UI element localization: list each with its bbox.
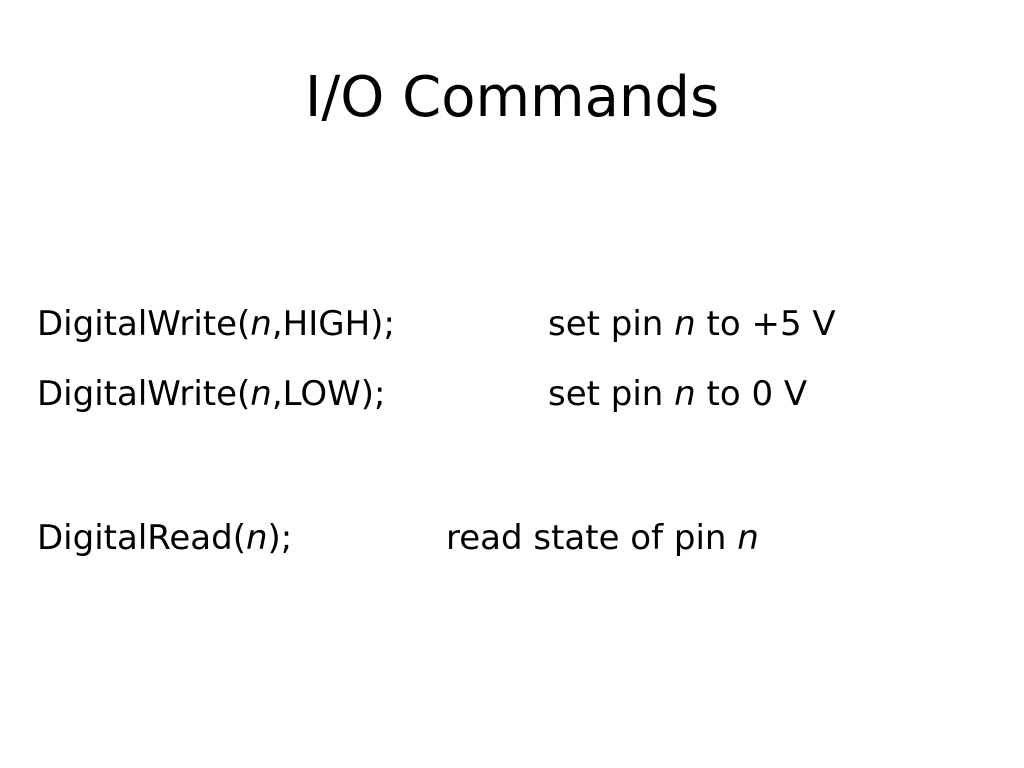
description-text: set pin bbox=[548, 304, 675, 344]
command-suffix: ,LOW); bbox=[271, 374, 386, 414]
command-name: DigitalRead( bbox=[37, 518, 246, 558]
description-digitalwrite-high: set pin n to +5 V bbox=[548, 302, 836, 346]
command-digitalread: DigitalRead(n); bbox=[37, 516, 292, 560]
description-text: read state of pin bbox=[446, 518, 738, 558]
description-var: n bbox=[737, 518, 759, 558]
description-digitalread: read state of pin n bbox=[446, 516, 759, 560]
command-arg: n bbox=[250, 374, 272, 414]
description-text-end: to +5 V bbox=[695, 304, 836, 344]
description-digitalwrite-low: set pin n to 0 V bbox=[548, 372, 807, 416]
command-name: DigitalWrite( bbox=[37, 304, 251, 344]
command-suffix: ); bbox=[267, 518, 293, 558]
command-name: DigitalWrite( bbox=[37, 374, 251, 414]
slide-title: I/O Commands bbox=[304, 65, 720, 130]
description-var: n bbox=[674, 374, 696, 414]
command-arg: n bbox=[245, 518, 268, 558]
command-digitalwrite-low: DigitalWrite(n,LOW); bbox=[37, 372, 386, 416]
description-var: n bbox=[674, 304, 696, 344]
description-text-end: to 0 V bbox=[695, 374, 808, 414]
description-text: set pin bbox=[548, 374, 675, 414]
command-digitalwrite-high: DigitalWrite(n,HIGH); bbox=[37, 302, 395, 346]
command-arg: n bbox=[250, 304, 272, 344]
command-suffix: ,HIGH); bbox=[271, 304, 395, 344]
